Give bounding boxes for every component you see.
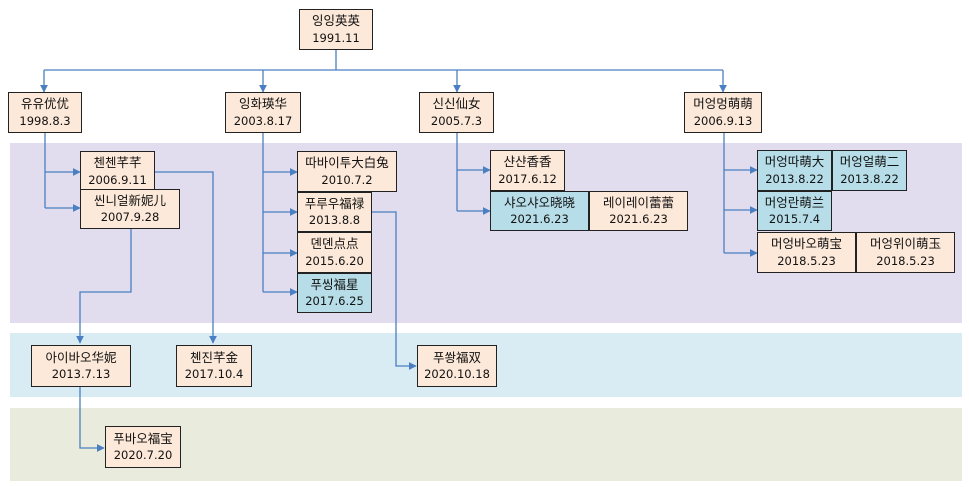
- node-name: 샨샨香香: [503, 154, 552, 170]
- node-name: 푸쐉福双: [432, 349, 481, 365]
- node-date: 1991.11: [312, 30, 360, 45]
- node-date: 2017.6.25: [305, 294, 364, 309]
- node-date: 2021.6.23: [609, 212, 668, 227]
- node-name: 머엉위이萌玉: [869, 236, 941, 252]
- node-name: 잉화瑛华: [238, 96, 287, 112]
- node-name: 머엉멍萌萌: [693, 96, 753, 112]
- node-youyou: 유유优优 1998.8.3: [8, 92, 82, 133]
- node-date: 2015.7.4: [768, 212, 821, 227]
- node-xinnier: 씬니얼新妮儿 2007.9.28: [80, 189, 180, 229]
- node-date: 2013.8.8: [308, 213, 361, 228]
- node-fuxing: 푸씽福星 2017.6.25: [297, 273, 372, 313]
- node-name: 푸씽福星: [310, 276, 359, 292]
- node-leilei: 레이레이蕾蕾 2021.6.23: [589, 191, 688, 231]
- node-date: 2017.6.12: [498, 171, 557, 186]
- node-date: 2005.7.3: [430, 113, 483, 128]
- node-name: 머엉란萌兰: [764, 194, 825, 210]
- node-date: 2017.10.4: [184, 367, 244, 382]
- node-name: 머엉얼萌二: [839, 154, 900, 170]
- node-date: 2013.8.22: [765, 171, 824, 186]
- node-date: 2015.6.20: [305, 253, 364, 268]
- node-name: 유유优优: [20, 96, 69, 112]
- node-fushuang: 푸쐉福双 2020.10.18: [417, 345, 497, 387]
- node-name: 아이바오华妮: [45, 349, 117, 365]
- node-date: 2013.8.22: [840, 171, 899, 186]
- node-diandian: 뎬뎬点点 2015.6.20: [297, 232, 372, 273]
- node-name: 잉잉英英: [311, 13, 360, 29]
- node-dabaitu: 따바이투大白兔 2010.7.2: [297, 151, 397, 192]
- node-date: 2003.8.17: [233, 113, 293, 128]
- node-qianjin: 쳰진芊金 2017.10.4: [176, 345, 252, 387]
- node-name: 푸바오福宝: [113, 430, 173, 446]
- node-date: 2006.9.13: [693, 113, 753, 128]
- node-aibaohuani: 아이바오华妮 2013.7.13: [31, 345, 131, 387]
- node-name: 레이레이蕾蕾: [602, 194, 674, 210]
- node-name: 뎬뎬点点: [310, 236, 359, 252]
- node-mengda: 머엉따萌大 2013.8.22: [757, 150, 832, 191]
- node-date: 2020.7.20: [113, 448, 173, 463]
- node-menglan: 머엉란萌兰 2015.7.4: [757, 191, 832, 231]
- node-date: 2006.9.11: [88, 172, 147, 187]
- node-date: 2013.7.13: [51, 367, 111, 382]
- node-menger: 머엉얼萌二 2013.8.22: [832, 150, 907, 191]
- node-xiangxiang: 샨샨香香 2017.6.12: [490, 150, 565, 191]
- node-name: 머엉바오萌宝: [770, 236, 842, 252]
- node-name: 푸루우福禄: [304, 195, 365, 211]
- node-name: 씬니얼新妮儿: [93, 192, 166, 208]
- node-date: 2018.5.23: [777, 253, 836, 268]
- node-qianqian: 첸첸芊芊 2006.9.11: [80, 151, 155, 192]
- node-yinghua: 잉화瑛华 2003.8.17: [225, 92, 301, 133]
- node-yingying: 잉잉英英 1991.11: [299, 9, 373, 50]
- node-name: 첸첸芊芊: [93, 155, 142, 171]
- node-date: 1998.8.3: [19, 113, 71, 128]
- node-mengbao: 머엉바오萌宝 2018.5.23: [757, 232, 856, 273]
- node-date: 2007.9.28: [100, 210, 160, 225]
- node-fulu: 푸루우福禄 2013.8.8: [297, 192, 372, 232]
- node-mengyu: 머엉위이萌玉 2018.5.23: [856, 232, 955, 273]
- node-mengmeng: 머엉멍萌萌 2006.9.13: [684, 92, 762, 133]
- node-xinxin: 신신仙女 2005.7.3: [419, 92, 494, 133]
- node-name: 샤오샤오晓晓: [503, 194, 575, 210]
- node-date: 2020.10.18: [424, 367, 490, 382]
- node-date: 2021.6.23: [510, 212, 569, 227]
- node-name: 신신仙女: [432, 96, 481, 112]
- node-name: 머엉따萌大: [764, 154, 825, 170]
- node-date: 2010.7.2: [321, 172, 373, 187]
- node-date: 2018.5.23: [876, 253, 935, 268]
- node-xiaoxiao: 샤오샤오晓晓 2021.6.23: [490, 191, 589, 231]
- node-fubao: 푸바오福宝 2020.7.20: [105, 426, 181, 468]
- node-name: 쳰진芊金: [189, 349, 238, 365]
- node-name: 따바이투大白兔: [305, 155, 389, 171]
